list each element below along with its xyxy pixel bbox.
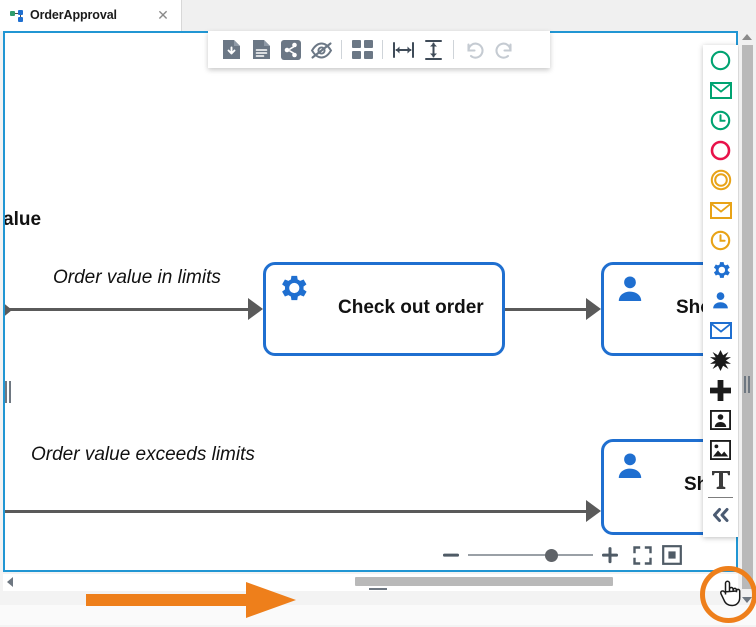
vertical-scrollbar-grip bbox=[743, 376, 752, 393]
user-task-icon bbox=[614, 273, 646, 310]
scroll-up-arrow-icon[interactable] bbox=[742, 34, 752, 40]
text-annotation-icon[interactable] bbox=[703, 465, 738, 495]
redo-icon bbox=[489, 35, 519, 65]
layout-grid-icon[interactable] bbox=[347, 35, 377, 65]
vertical-scrollbar[interactable] bbox=[739, 31, 756, 607]
timer-intermediate-event-icon[interactable] bbox=[703, 225, 738, 255]
fit-height-icon[interactable] bbox=[418, 35, 448, 65]
user-task-icon[interactable] bbox=[703, 285, 738, 315]
diagram-canvas[interactable]: alue Order value in limits Check out ord… bbox=[5, 33, 736, 570]
tab-title: OrderApproval bbox=[30, 8, 117, 22]
service-task-gear-icon[interactable] bbox=[703, 255, 738, 285]
pool-lane-icon[interactable] bbox=[703, 405, 738, 435]
sequence-flow-upper-right[interactable] bbox=[505, 308, 591, 311]
node-check-out-order[interactable]: Check out order bbox=[263, 262, 505, 356]
edge-arrowhead-upper-right bbox=[586, 298, 601, 320]
sequence-flow-upper[interactable] bbox=[9, 308, 257, 311]
scroll-down-arrow-icon[interactable] bbox=[742, 597, 752, 603]
clipped-edge-label: alue bbox=[5, 209, 42, 230]
edge-source-arrow-upper bbox=[5, 301, 12, 319]
message-start-event-icon[interactable] bbox=[703, 75, 738, 105]
node-title-check-out-order: Check out order bbox=[338, 297, 484, 318]
tab-strip: OrderApproval ✕ bbox=[0, 0, 756, 31]
collapse-palette-icon[interactable] bbox=[703, 500, 738, 530]
actual-size-icon[interactable] bbox=[659, 542, 685, 568]
diagram-icon bbox=[10, 10, 24, 23]
edge-label-order-value-exceeds-limits: Order value exceeds limits bbox=[31, 444, 255, 465]
edge-arrowhead-lower bbox=[586, 500, 601, 522]
start-event-circle-icon[interactable] bbox=[703, 45, 738, 75]
bottom-panel bbox=[0, 605, 756, 625]
service-task-gear-icon bbox=[276, 271, 310, 310]
scroll-left-arrow-icon[interactable] bbox=[7, 577, 13, 587]
diagram-toolbar bbox=[208, 31, 550, 68]
send-task-envelope-icon[interactable] bbox=[703, 315, 738, 345]
palette-divider bbox=[708, 497, 733, 498]
toolbar-divider bbox=[341, 40, 342, 59]
timer-start-event-icon[interactable] bbox=[703, 105, 738, 135]
zoom-out-button[interactable] bbox=[438, 542, 464, 568]
message-intermediate-event-icon[interactable] bbox=[703, 195, 738, 225]
fit-width-icon[interactable] bbox=[388, 35, 418, 65]
parallel-gateway-icon[interactable] bbox=[703, 345, 738, 375]
inclusive-gateway-plus-icon[interactable] bbox=[703, 375, 738, 405]
undo-icon bbox=[459, 35, 489, 65]
toolbar-divider bbox=[382, 40, 383, 59]
fit-screen-icon[interactable] bbox=[629, 542, 655, 568]
horizontal-scrollbar-thumb[interactable] bbox=[355, 577, 613, 586]
tab-order-approval[interactable]: OrderApproval ✕ bbox=[0, 0, 182, 31]
node-title-show-upper: Sho bbox=[676, 297, 712, 318]
edge-label-order-value-in-limits: Order value in limits bbox=[53, 267, 221, 288]
document-icon[interactable] bbox=[246, 35, 276, 65]
edge-arrowhead-upper bbox=[248, 298, 263, 320]
left-panel-splitter[interactable] bbox=[4, 381, 11, 403]
end-event-icon[interactable] bbox=[703, 135, 738, 165]
zoom-slider-knob[interactable] bbox=[545, 549, 558, 562]
sequence-flow-lower[interactable] bbox=[5, 510, 591, 513]
zoom-slider[interactable] bbox=[468, 542, 593, 568]
hide-eye-icon[interactable] bbox=[306, 35, 336, 65]
close-icon[interactable]: ✕ bbox=[157, 7, 169, 23]
node-title-show-lower: Sh bbox=[684, 474, 709, 495]
bottom-filler bbox=[0, 591, 738, 605]
intermediate-event-icon[interactable] bbox=[703, 165, 738, 195]
toolbar-divider bbox=[453, 40, 454, 59]
image-icon[interactable] bbox=[703, 435, 738, 465]
zoom-controls bbox=[438, 542, 698, 568]
shape-palette bbox=[703, 45, 738, 537]
share-icon[interactable] bbox=[276, 35, 306, 65]
export-download-icon[interactable] bbox=[216, 35, 246, 65]
diagram-editor-frame: alue Order value in limits Check out ord… bbox=[3, 31, 738, 572]
user-task-icon bbox=[614, 450, 646, 487]
zoom-slider-rail bbox=[468, 554, 593, 556]
vertical-scrollbar-thumb[interactable] bbox=[742, 45, 753, 589]
zoom-in-button[interactable] bbox=[597, 542, 623, 568]
